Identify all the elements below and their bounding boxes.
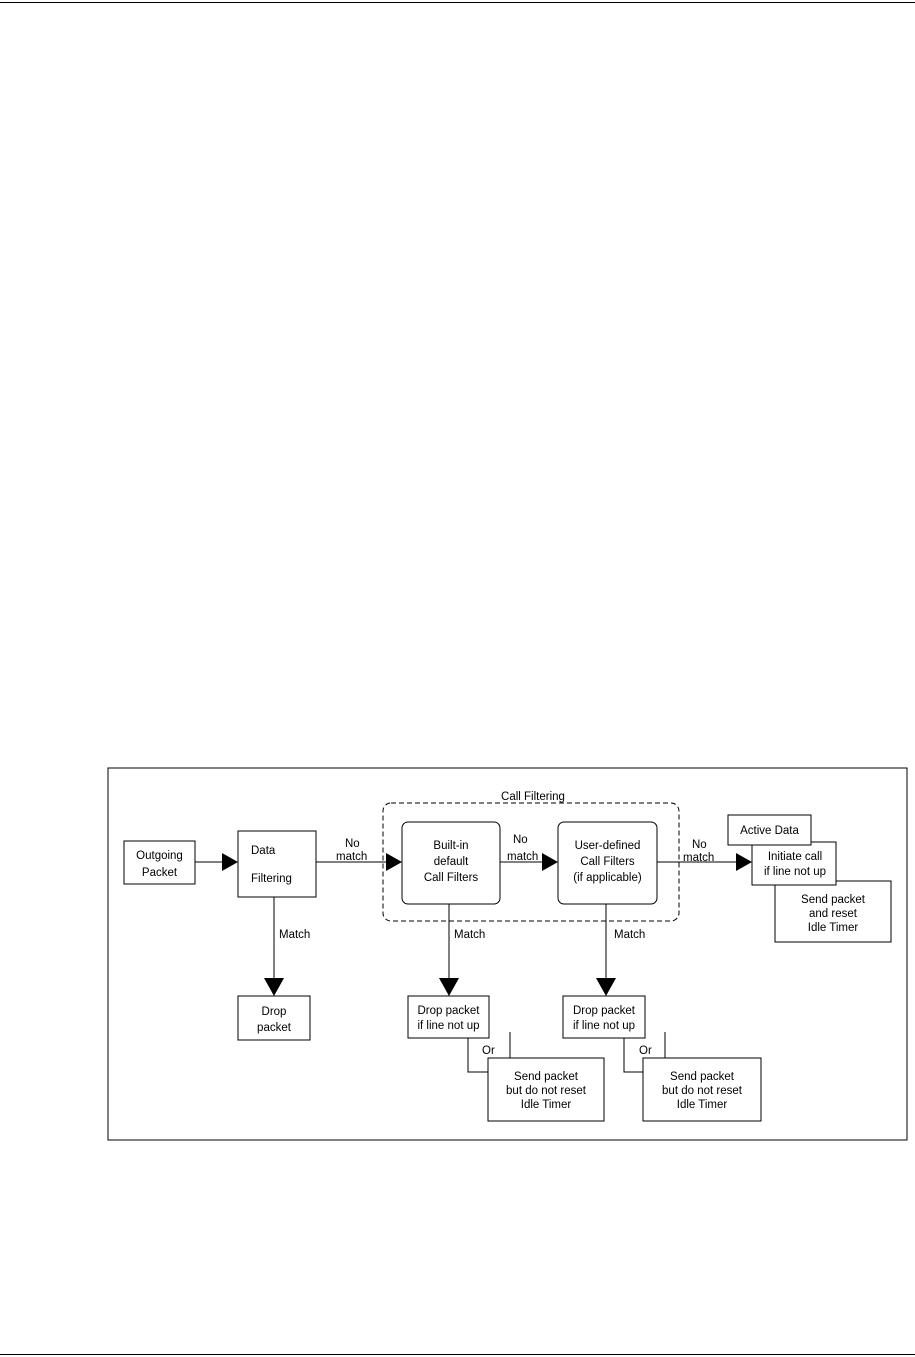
builtin-call-filters-node: Built-in default Call Filters	[401, 821, 501, 905]
outgoing-packet-line-2: Packet	[142, 867, 178, 879]
send-reset-line-2: and reset	[809, 908, 858, 920]
drop-if-1-line-2: if line not up	[417, 1020, 479, 1032]
header-rule	[0, 2, 915, 3]
data-filtering-line-2: Filtering	[251, 873, 292, 885]
initiate-line-1: Initiate call	[768, 851, 822, 863]
userdef-line-2: Call Filters	[580, 856, 635, 868]
data-filtering-node: Data Filtering	[237, 830, 317, 898]
no-match-1-line-2: match	[336, 851, 367, 863]
send-no-reset-2-line-2: but do not reset	[662, 1085, 743, 1097]
arrow-userdef-to-drop-if	[596, 904, 616, 996]
data-filtering-line-1: Data	[251, 845, 276, 857]
or-label-1: Or	[482, 1045, 495, 1057]
send-reset-node: Send packet and reset Idle Timer	[774, 880, 892, 943]
user-defined-call-filters-node: User-defined Call Filters (if applicable…	[557, 821, 658, 905]
send-no-reset-2-line-3: Idle Timer	[677, 1099, 728, 1111]
no-match-2-line-2: match	[507, 851, 538, 863]
no-match-2-line-1: No	[513, 834, 528, 846]
send-no-reset-2-line-1: Send packet	[670, 1071, 735, 1083]
call-filtering-title: Call Filtering	[501, 791, 565, 803]
send-reset-line-3: Idle Timer	[808, 922, 859, 934]
builtin-line-3: Call Filters	[424, 872, 479, 884]
active-data-node: Active Data	[727, 814, 812, 846]
outgoing-packet-node: Outgoing Packet	[123, 840, 196, 885]
or-connector-2	[623, 1032, 666, 1073]
drop-if-not-up-node-2: Drop packet if line not up	[562, 995, 646, 1039]
or-connector-1	[467, 1032, 511, 1073]
arrow-builtin-to-userdef	[500, 853, 558, 871]
initiate-call-node: Initiate call if line not up	[751, 841, 837, 886]
arrow-userdef-to-active-data	[657, 853, 752, 871]
drop-if-1-line-1: Drop packet	[417, 1005, 480, 1017]
send-no-reset-1-line-1: Send packet	[514, 1071, 579, 1083]
builtin-line-2: default	[434, 856, 469, 868]
send-no-reset-node-2: Send packet but do not reset Idle Timer	[642, 1057, 762, 1122]
active-data-label: Active Data	[740, 825, 799, 837]
send-reset-line-1: Send packet	[801, 894, 866, 906]
builtin-line-1: Built-in	[433, 840, 468, 852]
drop-if-2-line-1: Drop packet	[573, 1005, 636, 1017]
match-2-label: Match	[454, 929, 485, 941]
drop-packet-line-2: packet	[257, 1022, 292, 1034]
drop-packet-node: Drop packet	[237, 995, 311, 1041]
send-no-reset-1-line-2: but do not reset	[506, 1085, 587, 1097]
drop-if-not-up-node-1: Drop packet if line not up	[407, 995, 490, 1039]
call-filtering-group	[382, 802, 680, 922]
no-match-3-line-2: match	[683, 852, 714, 864]
match-1-label: Match	[279, 929, 310, 941]
drop-if-2-line-2: if line not up	[573, 1020, 635, 1032]
initiate-line-2: if line not up	[764, 866, 826, 878]
outgoing-packet-line-1: Outgoing	[136, 850, 183, 862]
or-label-2: Or	[639, 1045, 652, 1057]
match-3-label: Match	[614, 929, 645, 941]
no-match-3-line-1: No	[692, 839, 707, 851]
drop-packet-line-1: Drop	[262, 1006, 287, 1018]
arrow-data-filtering-to-drop	[264, 897, 284, 996]
arrow-builtin-to-drop-if	[439, 904, 459, 996]
footer-rule	[0, 1354, 915, 1355]
arrow-outgoing-to-data-filtering	[195, 853, 238, 871]
userdef-line-3: (if applicable)	[573, 872, 642, 884]
send-no-reset-node-1: Send packet but do not reset Idle Timer	[487, 1057, 605, 1122]
send-no-reset-1-line-3: Idle Timer	[521, 1099, 572, 1111]
userdef-line-1: User-defined	[575, 840, 641, 852]
arrow-data-filtering-to-builtin	[316, 853, 402, 871]
no-match-1-line-1: No	[345, 838, 360, 850]
